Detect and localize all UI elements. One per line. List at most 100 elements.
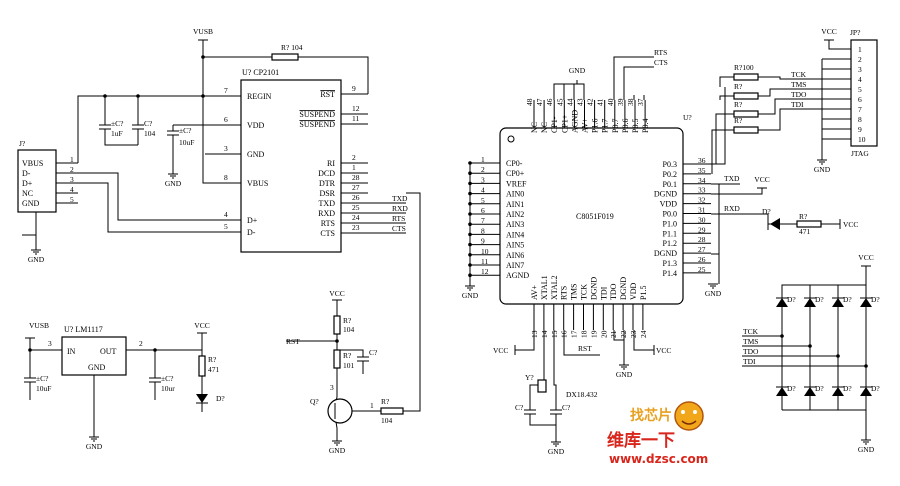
mcu-pin-num: 40 (606, 98, 615, 106)
mcu-pin-name: TCK (580, 284, 589, 300)
wire (77, 95, 241, 163)
mcu-pin-num: 26 (698, 255, 706, 264)
jtag-net-label: TDO (791, 90, 807, 99)
jtag-pin-num: 6 (858, 95, 862, 104)
mcu-pin-name: P1.6 (591, 119, 600, 133)
mcu-pin-num: 45 (555, 98, 564, 106)
mcu-pin-num: 41 (596, 98, 605, 106)
net-label: CTS (392, 224, 406, 233)
resistor (271, 53, 299, 61)
r-ref: R?100 (734, 63, 754, 72)
gnd-label: GND (329, 446, 346, 455)
net-label: TDI (743, 357, 756, 366)
mcu-pin-num: 16 (560, 330, 569, 338)
gnd-label: GND (814, 165, 831, 174)
resistor (796, 220, 822, 228)
resistor (380, 407, 404, 415)
jtag-ref: JP? (850, 28, 861, 37)
wire (29, 338, 62, 351)
wire (828, 40, 835, 50)
gnd-label: GND (86, 442, 103, 451)
cp2101-pin-name: REGIN (247, 92, 272, 101)
mcu-pin-num: 17 (570, 330, 579, 338)
mcu-pin-name: VDD (629, 282, 638, 300)
mcu-pin-num: 1 (481, 155, 485, 164)
mcu-pin-num: 32 (698, 196, 706, 205)
mcu-pin-name: P0.7 (611, 119, 620, 133)
mcu-pin-num: 13 (530, 330, 539, 338)
net-label: TCK (743, 327, 759, 336)
wire (711, 188, 763, 195)
d-ref: D? (216, 394, 225, 403)
mcu-pin-name: AIN1 (506, 200, 524, 209)
mcu-pin-name: AGND (506, 271, 529, 280)
gnd-label: GND (858, 445, 875, 454)
cp2101-pin-num: 12 (352, 104, 360, 113)
r-val: 104 (343, 325, 355, 334)
mcu-pin-name: P0.5 (631, 119, 640, 133)
d-ref: D? (815, 384, 824, 393)
rts-label: RTS (654, 48, 667, 57)
mcu-pin-num: 36 (698, 156, 706, 165)
usb-pin-num: 5 (70, 195, 74, 204)
mcu-pin-name: TDI (599, 286, 608, 300)
gnd-label: GND (462, 291, 479, 300)
jtag-pin-num: 7 (858, 105, 862, 114)
cp2101-pin-num: 27 (352, 183, 360, 192)
cp2101-pin-name: GND (247, 150, 265, 159)
wire (529, 330, 545, 410)
wire (623, 66, 654, 100)
lm1117-ref: U? LM1117 (64, 325, 103, 334)
cts-label: CTS (654, 58, 668, 67)
usb-pin-name: D- (22, 169, 31, 178)
resistor (733, 73, 759, 81)
cp2101-pin-num: 4 (224, 210, 228, 219)
rst-label: RST (578, 344, 592, 353)
jtag-header (850, 39, 878, 147)
usb-ref: J? (19, 139, 26, 148)
usb-pin-num: 3 (70, 175, 74, 184)
mcu-pin-name: P0.1 (663, 180, 677, 189)
cp2101-pin-num: 6 (224, 115, 228, 124)
wire (529, 414, 556, 426)
cp2101-pin-name: TXD (319, 199, 336, 208)
mcu-pin-name: NC (530, 122, 539, 133)
pin-num: 3 (48, 339, 52, 348)
vcc-label: VCC (858, 253, 873, 262)
jtag-net-label: TDI (791, 100, 804, 109)
mcu-pin-num: 37 (636, 98, 645, 106)
wire (633, 330, 654, 351)
cp2101-pin-num: 24 (352, 213, 360, 222)
wire (613, 56, 654, 100)
net-label: RTS (392, 214, 405, 223)
watermark-logo-text: 找芯片 (630, 407, 672, 424)
mcu-pin-num: 48 (525, 98, 534, 106)
cp2101-pin-name: DCD (318, 169, 335, 178)
mcu-pin-num: 10 (481, 247, 489, 256)
cp2101-pin-num: 28 (352, 173, 360, 182)
mcu-pin-num: 30 (698, 215, 706, 224)
lm1117-gnd: GND (88, 363, 106, 372)
mcu-pin-name: P1.7 (601, 119, 610, 133)
wire (782, 409, 867, 440)
r-ref: R? (734, 100, 743, 109)
cap-val: 1uF (111, 129, 123, 138)
wire (758, 76, 789, 80)
lm1117-in: IN (67, 347, 76, 356)
mcu-pin-num: 5 (481, 196, 485, 205)
mcu-pin-name: AIN6 (506, 251, 524, 260)
mcu-pin-num: 20 (599, 330, 608, 338)
cap-val: 104 (144, 129, 156, 138)
mcu-pin-name: AV+ (581, 117, 590, 133)
r-ref: R? (734, 116, 743, 125)
wire (22, 212, 37, 236)
mcu-pin-name: AIN0 (506, 190, 524, 199)
cap-ref: C? (515, 403, 524, 412)
cp2101-pin-num: 3 (224, 144, 228, 153)
usb-pin-num: 2 (70, 165, 74, 174)
cap-val: 10uF (36, 384, 51, 393)
cap-ref: C? (144, 119, 153, 128)
d-ref: D? (815, 295, 824, 304)
junction (864, 364, 868, 368)
